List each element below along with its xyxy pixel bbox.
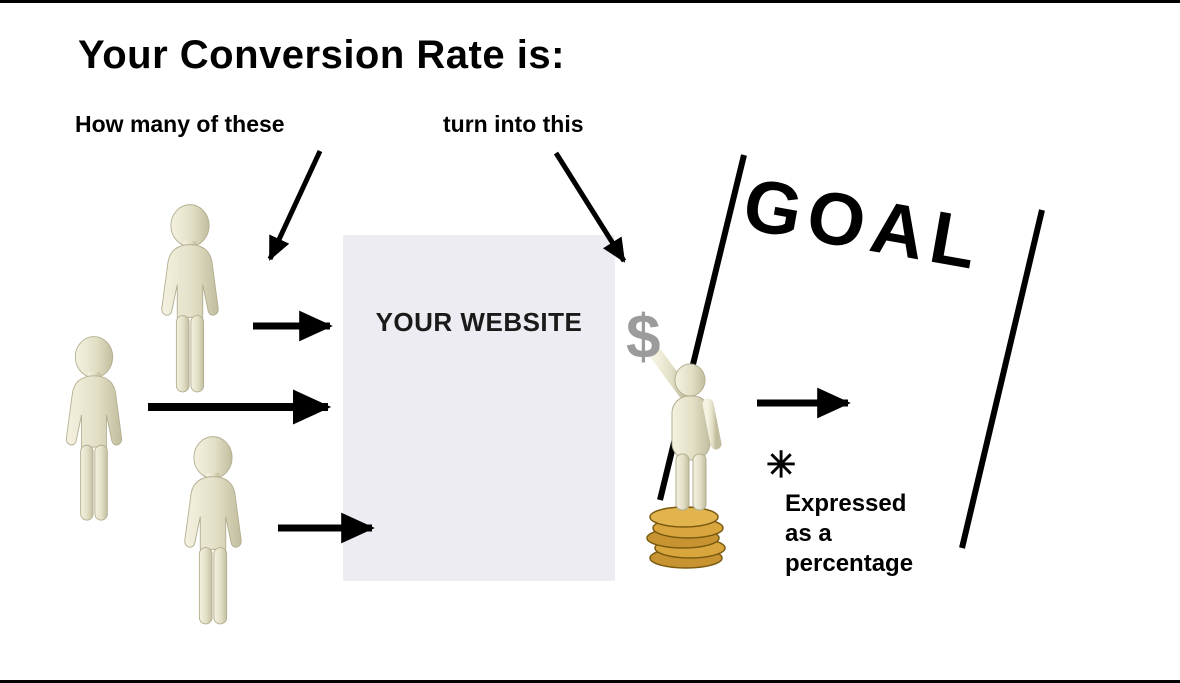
visitor-figure-2 bbox=[45, 333, 143, 529]
person-icon bbox=[163, 433, 263, 633]
person-icon bbox=[45, 333, 143, 529]
website-label: YOUR WEBSITE bbox=[375, 307, 583, 337]
website-box: YOUR WEBSITE bbox=[343, 235, 615, 581]
arrow-label-to-visitors bbox=[267, 149, 323, 261]
goal-person-with-dollar-icon: $ bbox=[626, 303, 726, 569]
dollar-icon: $ bbox=[626, 303, 660, 372]
visitor-figure-1 bbox=[140, 201, 240, 401]
visitor-figure-3 bbox=[163, 433, 263, 633]
goal-person-icon bbox=[649, 347, 722, 511]
label-turn-into-this: turn into this bbox=[443, 111, 584, 137]
person-icon bbox=[140, 201, 240, 401]
asterisk-icon: ✳ bbox=[766, 444, 797, 485]
page-title: Your Conversion Rate is: bbox=[78, 33, 565, 77]
goal-figure: $ bbox=[622, 296, 742, 576]
label-how-many-of-these: How many of these bbox=[75, 111, 285, 137]
coin-stack-icon bbox=[646, 506, 726, 569]
goal-text: GOAL bbox=[737, 161, 990, 286]
footnote-text: Expressed as a percentage bbox=[785, 490, 914, 577]
